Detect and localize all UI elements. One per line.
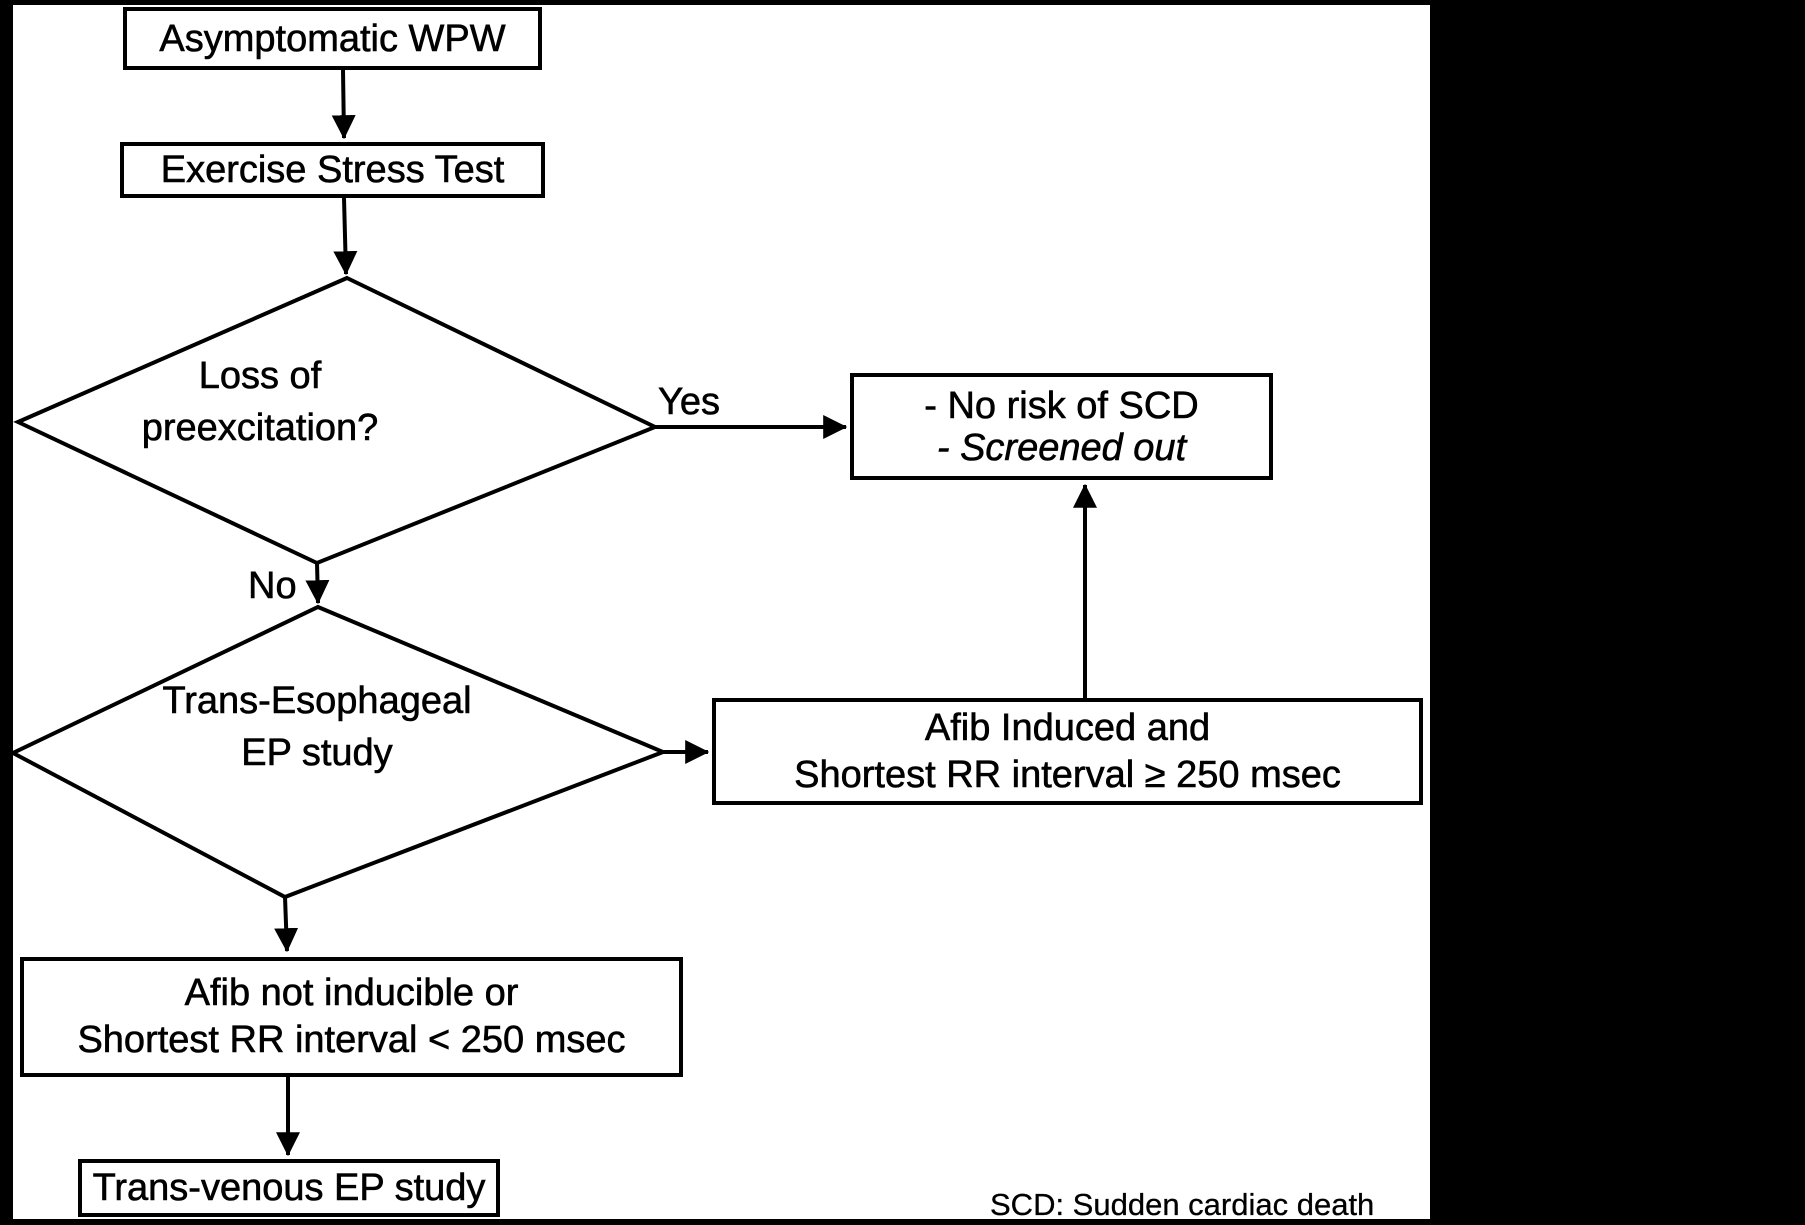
edge-label-yes: Yes [658, 381, 721, 423]
node-trans-venous-ep-study: Trans-venous EP study [78, 1159, 500, 1217]
node-exercise-stress-test-label: Exercise Stress Test [160, 149, 505, 192]
diamond-trans-esophageal-label: Trans-Esophageal EP study [117, 675, 517, 779]
teep-line2: EP study [241, 732, 393, 775]
edge-label-no-text: No [248, 565, 297, 607]
scan-black-bar-top [0, 0, 1430, 5]
arrow-start-to-stress [331, 69, 356, 140]
node-asymptomatic-wpw: Asymptomatic WPW [123, 7, 542, 70]
node-no-risk-of-scd: - No risk of SCD - Screened out [850, 373, 1273, 480]
node-afib-induced-line2: Shortest RR interval ≥ 250 msec [794, 753, 1341, 796]
node-no-risk-line1: - No risk of SCD [924, 384, 1199, 427]
footnote-scd-definition: SCD: Sudden cardiac death [990, 1187, 1375, 1222]
node-afib-induced: Afib Induced and Shortest RR interval ≥ … [712, 698, 1423, 805]
scan-black-band-right [1430, 0, 1805, 1225]
node-afib-not-inducible: Afib not inducible or Shortest RR interv… [20, 957, 683, 1077]
diamond-loss-of-preexcitation-label: Loss of preexcitation? [60, 350, 460, 454]
node-no-risk-line2: - Screened out [936, 426, 1187, 469]
node-trans-venous-ep-study-label: Trans-venous EP study [92, 1167, 486, 1210]
edge-label-yes-text: Yes [658, 381, 721, 423]
scan-black-bar-left [0, 0, 13, 1225]
node-asymptomatic-wpw-label: Asymptomatic WPW [159, 17, 506, 60]
node-afib-induced-line1: Afib Induced and [924, 706, 1211, 749]
node-afib-not-inducible-line1: Afib not inducible or [184, 972, 519, 1015]
loss-line2: preexcitation? [141, 407, 379, 450]
node-exercise-stress-test: Exercise Stress Test [120, 142, 545, 198]
edge-label-no: No [248, 565, 297, 607]
arrow-no-to-teep [305, 562, 330, 605]
loss-line1: Loss of [198, 355, 322, 398]
arrow-stress-to-loss [333, 197, 358, 276]
arrow-teep-to-afibno [274, 896, 299, 953]
scan-black-bar-bottom [0, 1219, 1430, 1225]
teep-line1: Trans-Esophageal [162, 680, 472, 723]
node-afib-not-inducible-line2: Shortest RR interval < 250 msec [77, 1019, 626, 1062]
